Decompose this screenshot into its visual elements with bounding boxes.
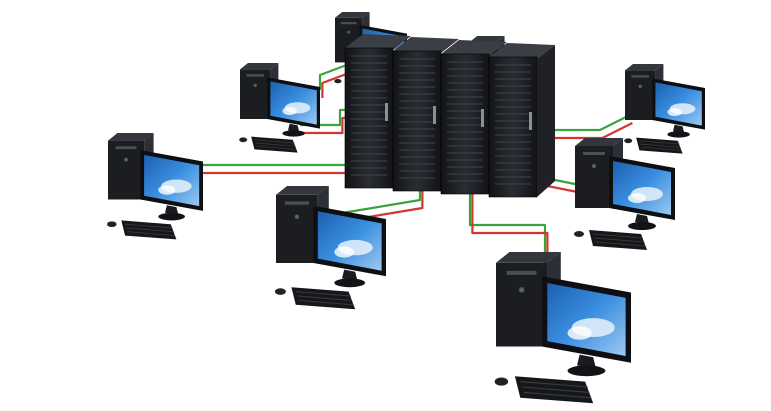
- cabinet-top: [393, 37, 459, 53]
- cloud-icon: [628, 193, 646, 203]
- workstation-6: [574, 138, 675, 250]
- tower-top: [108, 133, 154, 141]
- cabinet-top: [489, 43, 555, 59]
- server-cabinet-1: [344, 34, 411, 189]
- cabinet-handle: [481, 109, 484, 127]
- key-row: [592, 233, 644, 239]
- monitor-base: [628, 222, 656, 230]
- monitor-base: [567, 365, 606, 377]
- cabinet-side: [537, 45, 555, 197]
- workstation-3: [239, 63, 320, 153]
- cloud-icon: [282, 107, 297, 115]
- tower-front: [625, 70, 656, 120]
- mouse: [334, 78, 342, 84]
- cabinet-handle: [433, 106, 436, 124]
- server-cabinet-2: [392, 37, 459, 192]
- workstation-4: [624, 64, 705, 154]
- monitor-base: [334, 278, 366, 288]
- mouse: [574, 231, 584, 237]
- green-cable-6: [540, 114, 631, 132]
- monitor-stand: [635, 214, 649, 224]
- drive-bay: [583, 152, 605, 155]
- key-row: [595, 241, 646, 247]
- tower-top: [240, 63, 279, 70]
- tower-front: [276, 194, 318, 263]
- workstation-5: [107, 133, 203, 240]
- drive-bay: [506, 270, 537, 275]
- workstation-7: [274, 186, 386, 310]
- key-row: [127, 231, 176, 236]
- key-row: [520, 381, 588, 388]
- key-row: [295, 291, 351, 297]
- drive-bay: [246, 74, 264, 77]
- mouse: [624, 138, 633, 144]
- front-workstations: [107, 133, 675, 404]
- monitor-base: [667, 131, 690, 138]
- power-button-icon: [294, 214, 300, 219]
- server-cabinet-3: [440, 40, 507, 195]
- cloud-icon: [158, 185, 176, 195]
- power-button-icon: [253, 83, 257, 87]
- tower-top: [276, 186, 329, 195]
- cloud-icon: [334, 246, 355, 258]
- mouse: [107, 221, 117, 228]
- drive-bay: [631, 75, 649, 78]
- mouse: [239, 137, 248, 143]
- key-row: [641, 146, 682, 151]
- key-row: [254, 139, 295, 144]
- key-row: [255, 142, 296, 147]
- mouse: [274, 288, 286, 295]
- monitor-stand: [577, 354, 596, 369]
- server-rack: [344, 34, 555, 198]
- key-row: [126, 227, 174, 233]
- key-row: [297, 295, 353, 301]
- tower-top: [625, 64, 664, 71]
- power-button-icon: [347, 30, 351, 34]
- tower-front: [575, 146, 613, 208]
- cloud-icon: [667, 108, 682, 116]
- power-button-icon: [638, 84, 642, 88]
- key-row: [298, 299, 354, 306]
- monitor-stand: [342, 269, 358, 281]
- tower-top: [470, 36, 505, 42]
- key-row: [125, 223, 173, 229]
- key-row: [640, 143, 681, 148]
- tower-front: [108, 140, 145, 200]
- monitor-base: [158, 212, 185, 221]
- drive-bay: [284, 201, 309, 205]
- cabinet-top: [441, 40, 507, 56]
- key-row: [522, 386, 590, 393]
- mouse: [494, 377, 509, 386]
- key-row: [523, 391, 592, 399]
- key-row: [594, 237, 645, 243]
- cabinet-handle: [529, 112, 532, 130]
- tower-top: [575, 138, 623, 146]
- monitor-stand: [673, 124, 685, 133]
- key-row: [256, 145, 297, 150]
- cabinet-handle: [385, 103, 388, 121]
- drive-bay: [340, 22, 357, 25]
- tower-front: [496, 262, 548, 347]
- cabinet-top: [345, 34, 411, 50]
- drive-bay: [115, 146, 137, 150]
- tower-front: [240, 69, 271, 119]
- monitor-base: [282, 130, 305, 137]
- monitor-stand: [165, 205, 179, 215]
- server-cabinet-4: [488, 43, 555, 198]
- power-button-icon: [592, 164, 596, 168]
- key-row: [639, 140, 680, 145]
- power-button-icon: [124, 157, 128, 162]
- tower-top: [335, 12, 370, 18]
- workstation-8: [494, 252, 631, 404]
- cloud-icon: [567, 326, 592, 340]
- power-button-icon: [518, 287, 525, 293]
- tower-top: [496, 252, 561, 263]
- monitor-stand: [288, 123, 300, 132]
